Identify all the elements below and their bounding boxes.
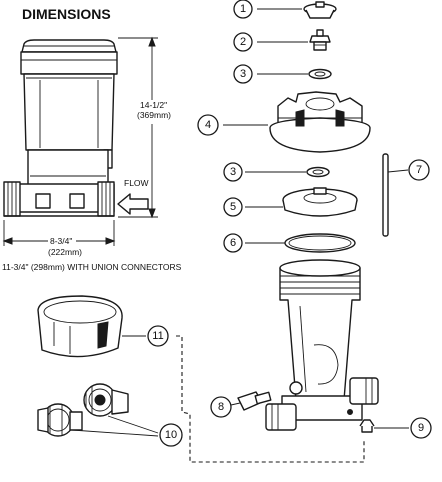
svg-text:9: 9 xyxy=(418,422,424,434)
part-3-oring-lower xyxy=(245,166,330,178)
svg-text:3: 3 xyxy=(230,166,236,178)
svg-text:10: 10 xyxy=(165,429,177,441)
width-dimension: 8-3/4" (222mm) 11-3/4" (298mm) WITH UNIO… xyxy=(2,220,182,272)
svg-text:3: 3 xyxy=(240,68,246,80)
callout-3-upper: 3 xyxy=(233,64,253,84)
callout-8: 8 xyxy=(210,396,232,418)
part-main-bowl xyxy=(265,259,379,431)
part-10-union-connectors xyxy=(37,383,159,437)
height-imperial-label: 14-1/2" xyxy=(140,100,167,110)
svg-text:1: 1 xyxy=(240,3,246,15)
part-11-collar xyxy=(37,295,146,358)
flow-label: FLOW xyxy=(124,178,149,188)
part-4-lid xyxy=(223,91,371,153)
part-6-gasket xyxy=(245,233,356,253)
part-5-valve-seat xyxy=(245,187,358,217)
svg-text:5: 5 xyxy=(230,201,236,213)
callout-11: 11 xyxy=(147,325,169,347)
callout-9: 9 xyxy=(410,417,432,439)
height-metric-label: (369mm) xyxy=(137,110,171,120)
assembled-feeder-illustration xyxy=(3,39,118,217)
svg-text:11: 11 xyxy=(152,330,163,342)
callout-2: 2 xyxy=(233,32,253,52)
svg-text:7: 7 xyxy=(416,164,422,176)
callout-1: 1 xyxy=(233,0,253,19)
part-1-cap xyxy=(257,1,337,19)
part-9-screw xyxy=(359,419,409,433)
svg-text:4: 4 xyxy=(205,119,211,131)
callout-6: 6 xyxy=(223,233,243,253)
part-8-drain-valve xyxy=(230,391,272,411)
part-3-oring-upper xyxy=(257,68,332,80)
callout-10: 10 xyxy=(159,423,183,447)
flow-arrow-icon xyxy=(117,193,149,215)
width-metric-label: (222mm) xyxy=(48,247,82,257)
callout-3-lower: 3 xyxy=(223,162,243,182)
part-2-valve xyxy=(257,29,331,51)
height-dimension: 14-1/2" (369mm) xyxy=(118,36,171,219)
callout-4: 4 xyxy=(197,114,219,136)
width-imperial-label: 8-3/4" xyxy=(50,236,72,246)
svg-text:8: 8 xyxy=(218,401,224,413)
callout-7: 7 xyxy=(408,159,430,181)
svg-text:6: 6 xyxy=(230,237,236,249)
callout-5: 5 xyxy=(223,197,243,217)
connector-note: 11-3/4" (298mm) WITH UNION CONNECTORS xyxy=(2,262,182,272)
dimensions-title: DIMENSIONS xyxy=(22,6,111,22)
part-7-pin xyxy=(382,153,409,237)
flow-indicator: FLOW xyxy=(117,178,149,215)
svg-text:2: 2 xyxy=(240,36,246,48)
